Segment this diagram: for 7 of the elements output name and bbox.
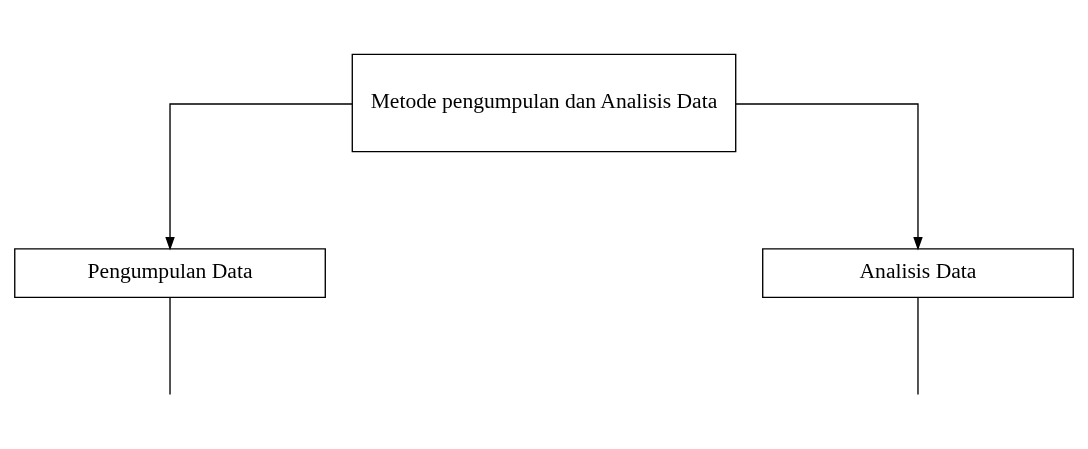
arrow [735,102,923,251]
arrow [165,102,353,251]
node-box: Metode pengumpulan dan Analisis Data [351,53,737,152]
node-box: Pengumpulan Data [14,247,326,298]
connector [169,296,171,395]
node-box: Analisis Data [762,247,1074,298]
connector [917,296,919,395]
